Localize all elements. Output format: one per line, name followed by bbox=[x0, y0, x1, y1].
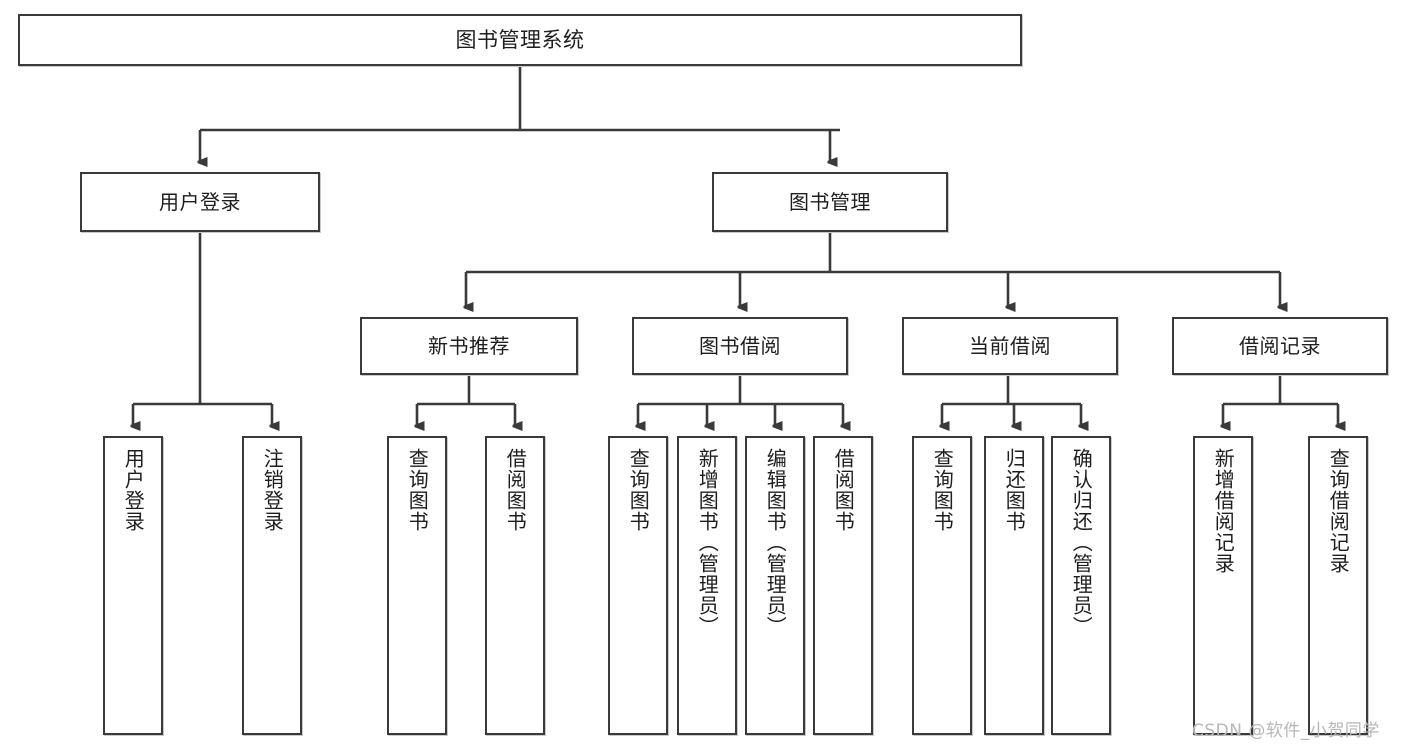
node-leaf-borrow-book-2-label: 借阅图书 bbox=[831, 448, 856, 532]
node-leaf-return-book-label: 归还图书 bbox=[1002, 448, 1027, 532]
node-leaf-query-record-label: 查询借阅记录 bbox=[1326, 448, 1351, 574]
node-book-borrow[interactable]: 图书借阅 bbox=[632, 317, 848, 375]
node-leaf-query-book-3-label: 查询图书 bbox=[930, 448, 955, 532]
node-leaf-add-book-label: 新增图书（管理员） bbox=[695, 448, 720, 637]
node-leaf-borrow-book-1-label: 借阅图书 bbox=[503, 448, 528, 532]
node-user-login[interactable]: 用户登录 bbox=[80, 172, 320, 232]
watermark-text: CSDN @软件_小贺同学 bbox=[1192, 721, 1380, 741]
node-leaf-query-book-1-label: 查询图书 bbox=[405, 448, 430, 532]
node-leaf-return-book[interactable]: 归还图书 bbox=[984, 436, 1044, 735]
node-leaf-query-book-1[interactable]: 查询图书 bbox=[387, 436, 447, 735]
node-current-borrow-label: 当前借阅 bbox=[969, 333, 1051, 358]
node-leaf-logout-login[interactable]: 注销登录 bbox=[242, 436, 302, 735]
node-current-borrow[interactable]: 当前借阅 bbox=[902, 317, 1118, 375]
node-borrow-record-label: 借阅记录 bbox=[1239, 333, 1321, 358]
node-book-manage[interactable]: 图书管理 bbox=[712, 172, 948, 232]
node-root-label: 图书管理系统 bbox=[455, 27, 585, 52]
node-leaf-edit-book-label: 编辑图书（管理员） bbox=[763, 448, 788, 637]
node-book-borrow-label: 图书借阅 bbox=[699, 333, 781, 358]
node-leaf-query-book-2[interactable]: 查询图书 bbox=[608, 436, 668, 735]
node-leaf-add-record[interactable]: 新增借阅记录 bbox=[1193, 436, 1253, 735]
node-new-book-recommend[interactable]: 新书推荐 bbox=[360, 317, 578, 375]
node-book-manage-label: 图书管理 bbox=[789, 189, 871, 214]
node-leaf-logout-login-label: 注销登录 bbox=[260, 448, 285, 532]
node-borrow-record[interactable]: 借阅记录 bbox=[1172, 317, 1388, 375]
node-leaf-borrow-book-2[interactable]: 借阅图书 bbox=[813, 436, 873, 735]
node-leaf-user-login[interactable]: 用户登录 bbox=[103, 436, 163, 735]
node-leaf-edit-book[interactable]: 编辑图书（管理员） bbox=[745, 436, 805, 735]
node-leaf-add-record-label: 新增借阅记录 bbox=[1211, 448, 1236, 574]
node-leaf-confirm-return[interactable]: 确认归还（管理员） bbox=[1051, 436, 1111, 735]
node-leaf-borrow-book-1[interactable]: 借阅图书 bbox=[485, 436, 545, 735]
node-leaf-user-login-label: 用户登录 bbox=[121, 448, 146, 532]
node-new-book-recommend-label: 新书推荐 bbox=[428, 333, 510, 358]
node-leaf-confirm-return-label: 确认归还（管理员） bbox=[1069, 448, 1094, 637]
node-user-login-label: 用户登录 bbox=[159, 189, 241, 214]
node-leaf-query-record[interactable]: 查询借阅记录 bbox=[1308, 436, 1368, 735]
node-leaf-add-book[interactable]: 新增图书（管理员） bbox=[677, 436, 737, 735]
node-root[interactable]: 图书管理系统 bbox=[18, 14, 1022, 66]
node-leaf-query-book-3[interactable]: 查询图书 bbox=[912, 436, 972, 735]
node-leaf-query-book-2-label: 查询图书 bbox=[626, 448, 651, 532]
